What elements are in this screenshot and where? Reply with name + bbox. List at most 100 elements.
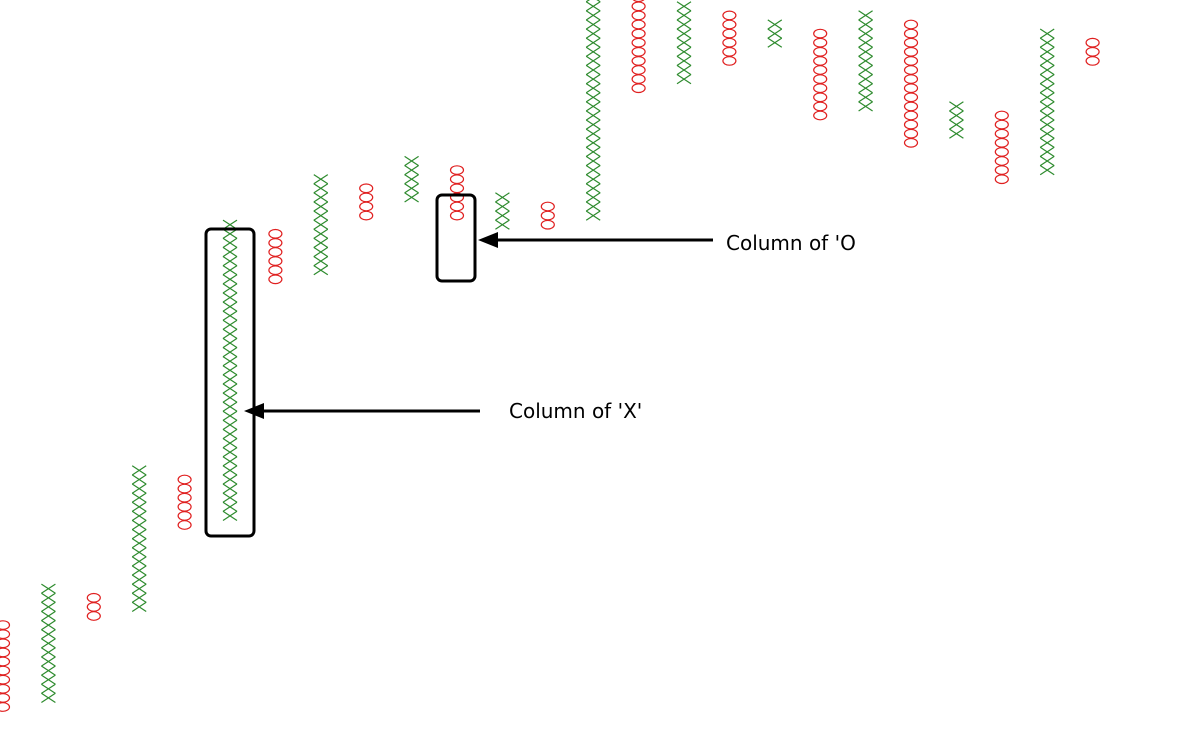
o-mark xyxy=(631,46,646,57)
o-mark xyxy=(449,201,465,212)
o-mark xyxy=(177,511,192,521)
x-mark xyxy=(131,465,147,476)
x-mark xyxy=(1039,110,1055,121)
x-mark xyxy=(131,501,147,512)
o-mark xyxy=(540,201,555,212)
x-mark xyxy=(585,101,601,112)
pnf-column-x xyxy=(949,101,964,139)
pnf-column-o xyxy=(722,10,737,66)
pnf-column-x xyxy=(1039,28,1055,176)
o-mark xyxy=(813,92,828,103)
x-mark xyxy=(131,547,147,558)
o-mark xyxy=(903,19,919,30)
x-mark xyxy=(495,201,510,212)
x-mark xyxy=(222,374,238,385)
pnf-column-o xyxy=(813,28,828,121)
x-mark xyxy=(313,201,329,212)
x-mark xyxy=(1039,119,1055,130)
o-mark xyxy=(449,174,465,185)
x-mark xyxy=(585,192,601,203)
x-mark xyxy=(131,538,147,549)
o-mark xyxy=(268,274,283,285)
x-mark xyxy=(222,483,238,494)
x-mark xyxy=(131,601,147,613)
x-mark xyxy=(676,28,692,39)
x-mark xyxy=(858,73,873,85)
o-mark xyxy=(540,210,555,221)
o-mark xyxy=(631,28,646,39)
x-mark xyxy=(585,83,601,94)
highlight-box-o-column xyxy=(435,193,477,283)
pnf-column-o xyxy=(177,474,192,530)
x-mark xyxy=(313,237,329,249)
o-mark xyxy=(177,520,192,530)
x-mark xyxy=(222,255,238,267)
o-mark xyxy=(540,219,555,230)
x-mark xyxy=(1039,128,1055,139)
o-mark xyxy=(449,165,465,176)
o-mark xyxy=(903,119,919,130)
x-mark xyxy=(313,192,329,203)
x-mark xyxy=(949,110,964,121)
x-mark xyxy=(767,37,783,48)
x-mark xyxy=(222,456,238,467)
x-mark xyxy=(585,46,601,57)
o-mark xyxy=(86,602,101,612)
x-mark xyxy=(41,665,56,676)
x-mark xyxy=(222,328,238,340)
o-mark xyxy=(903,46,919,57)
o-mark xyxy=(1085,46,1100,57)
o-mark xyxy=(994,156,1009,166)
o-mark xyxy=(813,37,828,48)
x-mark xyxy=(222,428,238,440)
x-mark xyxy=(222,265,238,276)
o-mark xyxy=(0,620,11,630)
annotation-label-o: Column of 'O xyxy=(726,231,856,255)
x-mark xyxy=(222,283,238,294)
o-mark xyxy=(0,693,11,703)
o-mark xyxy=(994,146,1009,157)
x-mark xyxy=(131,474,147,485)
o-mark xyxy=(632,0,645,3)
x-mark xyxy=(585,146,601,158)
x-mark xyxy=(949,119,964,130)
x-mark xyxy=(585,210,601,221)
x-mark xyxy=(858,10,873,21)
o-mark xyxy=(631,1,646,12)
o-mark xyxy=(631,10,646,21)
x-mark xyxy=(222,437,238,449)
x-mark xyxy=(1039,46,1055,57)
o-mark xyxy=(813,56,828,66)
x-mark xyxy=(1039,155,1055,167)
o-mark xyxy=(994,110,1009,121)
x-mark xyxy=(676,1,692,12)
o-mark xyxy=(903,28,919,39)
x-mark xyxy=(858,55,873,67)
x-mark xyxy=(858,101,873,112)
o-mark xyxy=(359,201,374,212)
x-mark xyxy=(676,64,692,76)
x-mark xyxy=(495,192,510,203)
o-mark xyxy=(813,110,828,121)
x-mark xyxy=(767,19,783,30)
o-mark xyxy=(449,210,465,221)
pnf-column-o xyxy=(903,19,919,148)
x-mark xyxy=(41,656,56,667)
o-mark xyxy=(903,83,919,94)
o-mark xyxy=(631,74,646,84)
x-mark xyxy=(495,210,510,221)
x-mark xyxy=(41,638,56,649)
x-mark xyxy=(585,128,601,139)
o-mark xyxy=(813,83,828,94)
x-mark xyxy=(858,37,873,48)
x-mark xyxy=(495,219,510,230)
pnf-column-x xyxy=(313,174,329,276)
o-mark xyxy=(994,128,1009,139)
x-mark xyxy=(131,492,147,503)
x-mark xyxy=(585,19,601,30)
x-mark xyxy=(585,92,601,103)
o-mark xyxy=(903,65,919,75)
x-mark xyxy=(585,174,601,185)
x-mark xyxy=(222,410,238,421)
x-mark xyxy=(313,174,329,185)
